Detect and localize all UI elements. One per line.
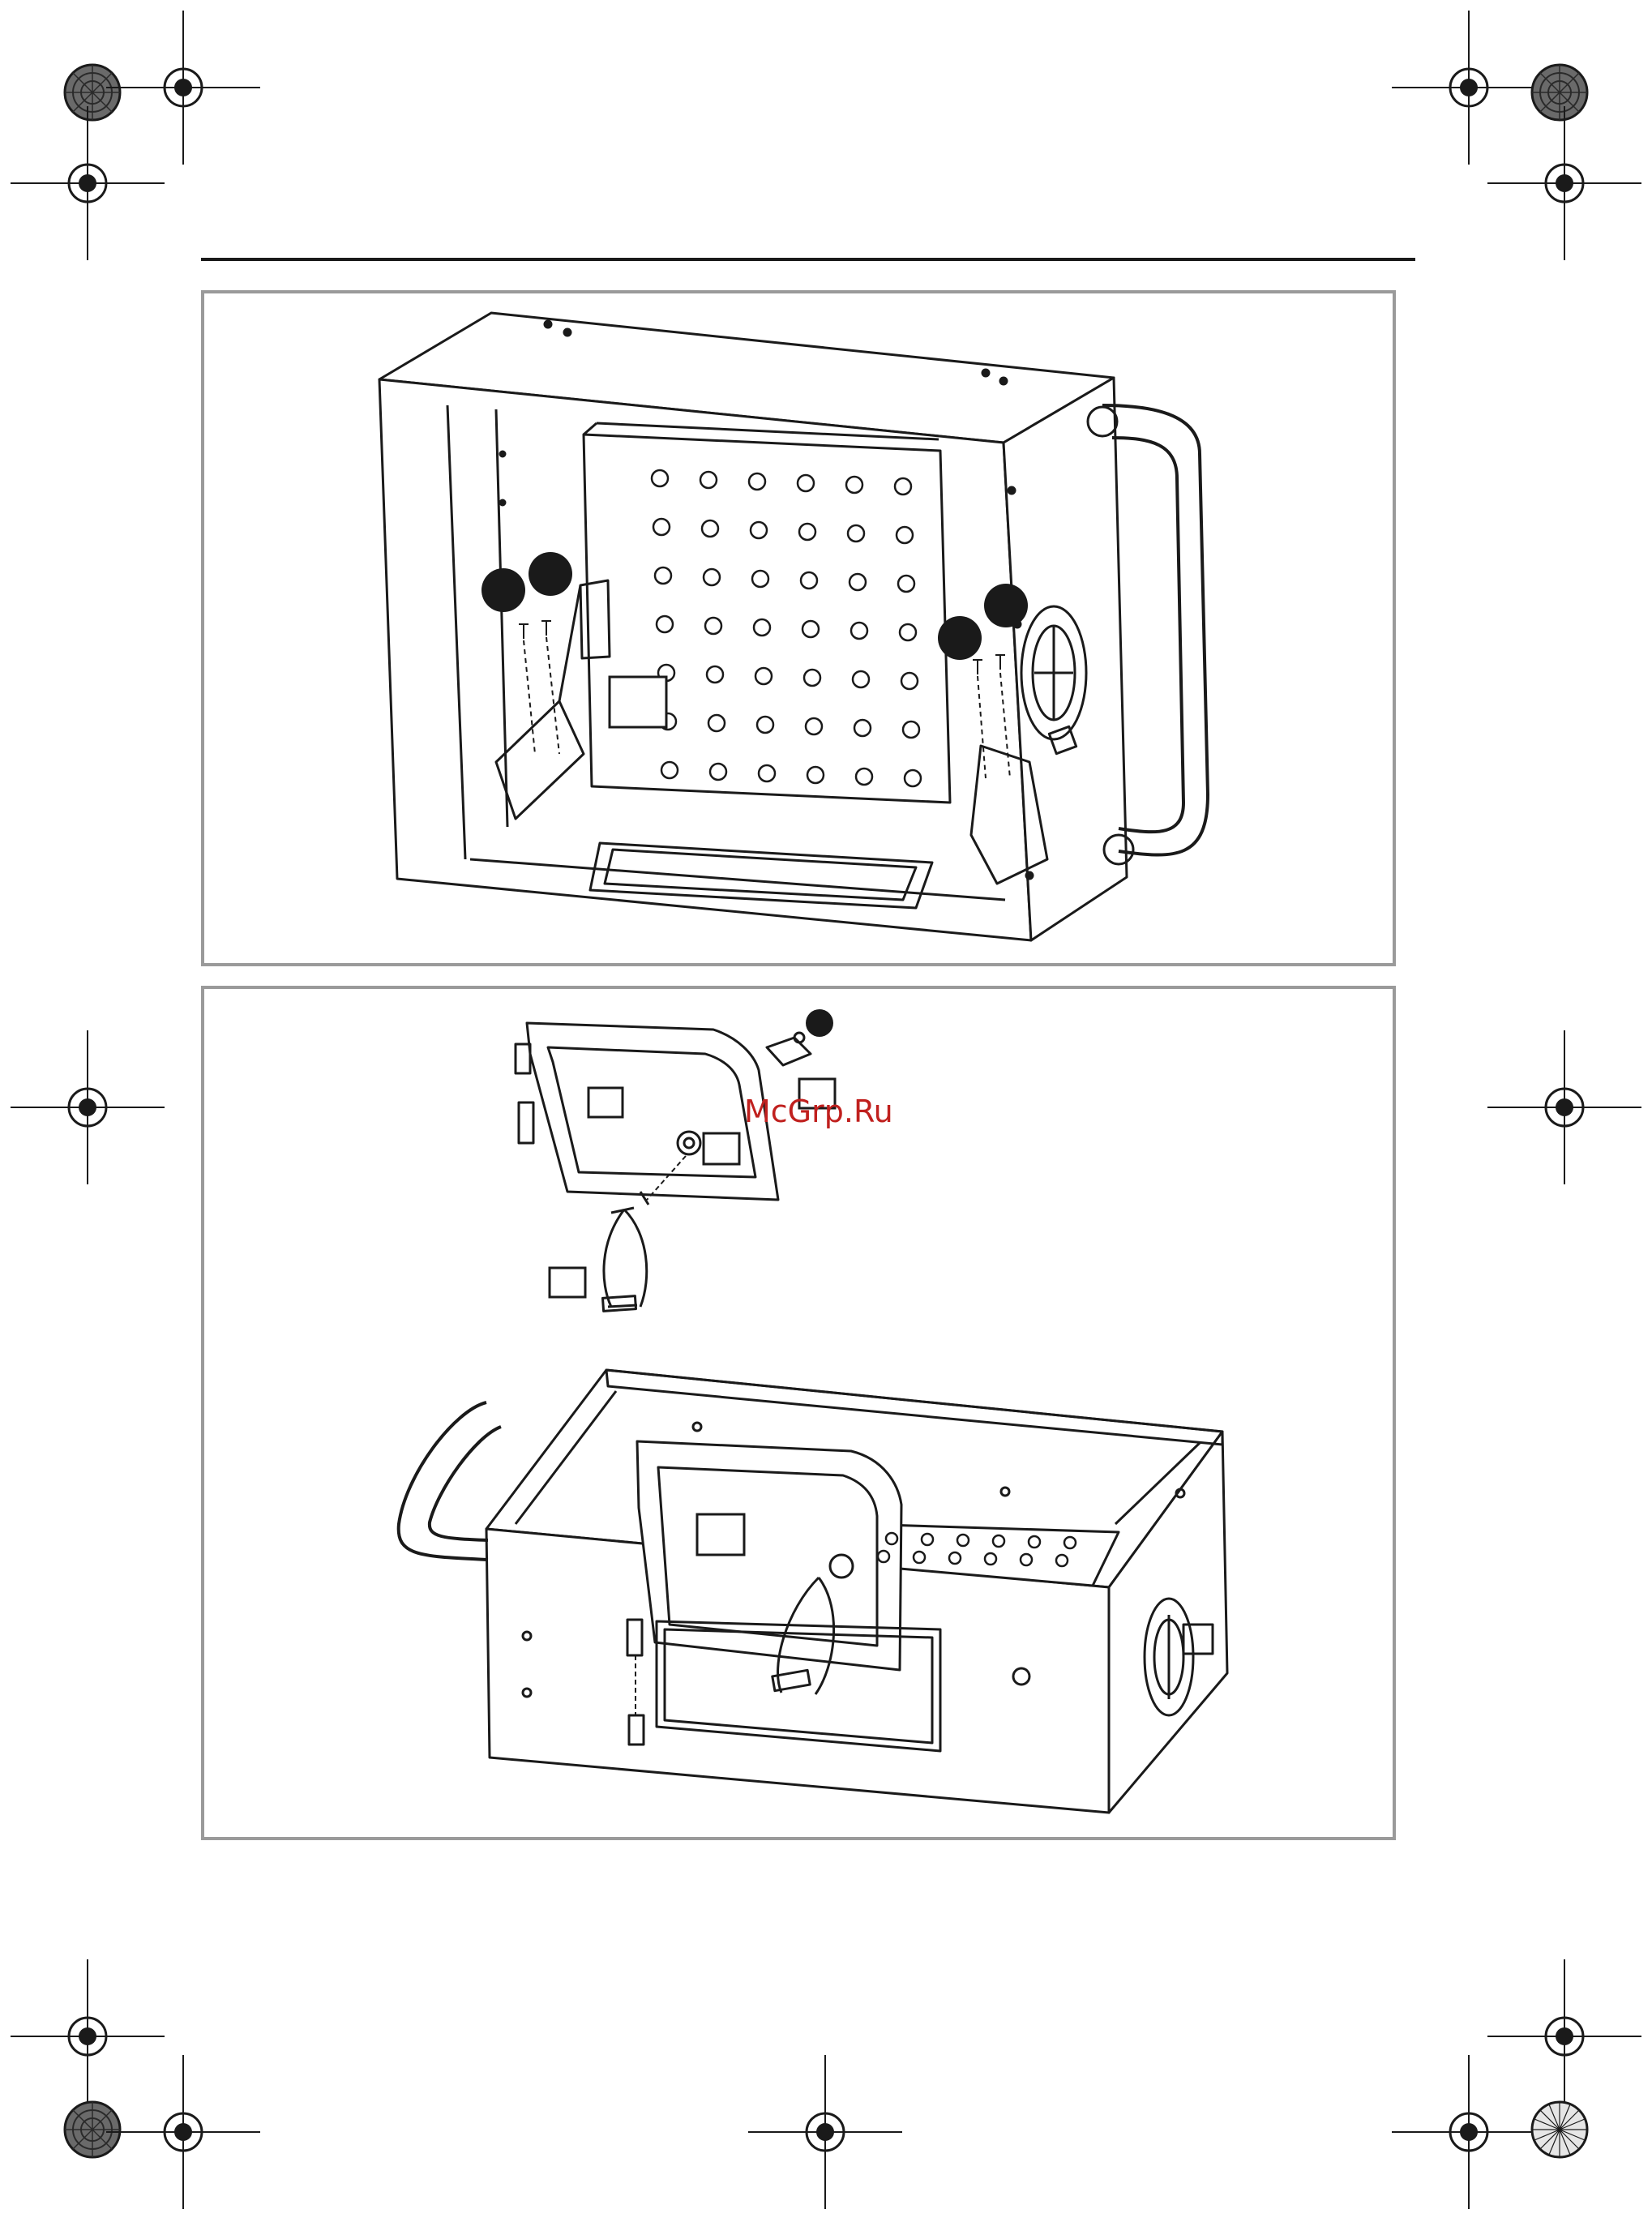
registration-rosette [1532,65,1587,120]
registration-mark [11,106,165,260]
perforation-hole [759,765,775,781]
oven-rear-view-illustration [379,313,1208,940]
registration-rosette [1532,2102,1587,2157]
perforation-hole [798,475,814,491]
perforation-hole [878,1551,889,1562]
perforation-hole [851,623,867,639]
perforation-hole [702,520,718,537]
callout-marker [984,584,1028,627]
perforation-hole [799,524,815,540]
perforation-hole [757,717,773,733]
label-box [704,1133,739,1164]
perforation-hole [661,762,678,778]
registration-mark [1392,2055,1546,2209]
callout-marker [938,616,982,660]
registration-mark [11,1030,165,1184]
watermark-text: McGrp.Ru [744,1091,922,1132]
perforation-hole [710,764,726,780]
perforation-hole [848,525,864,542]
registration-mark [1487,106,1641,260]
perforation-hole [652,470,668,486]
registration-mark [11,1959,165,2113]
perforation-hole [853,671,869,687]
perforation-hole [1021,1554,1032,1565]
perforation-hole [903,721,919,738]
perforation-hole [1029,1536,1040,1548]
registration-mark [1392,11,1546,165]
perforation-hole [895,478,911,494]
perforation-hole [850,574,866,590]
header-rule [201,258,1415,261]
perforation-hole [705,618,721,634]
registration-mark [1487,1030,1641,1184]
registration-mark [748,2055,902,2209]
callout-marker [529,552,572,596]
perforation-hole [901,673,918,689]
registration-mark [106,2055,260,2209]
perforation-hole [922,1534,933,1545]
label-box [588,1088,623,1117]
perforation-hole [801,572,817,589]
perforation-hole [749,473,765,490]
perforation-hole [856,768,872,785]
perforation-hole [751,522,767,538]
perforation-hole [985,1553,996,1565]
perforation-hole [653,519,670,535]
perforation-hole [804,670,820,686]
perforation-hole [846,477,862,493]
perforation-hole [1064,1537,1076,1548]
perforation-hole [802,621,819,637]
perforation-hole [708,715,725,731]
registration-rosette [65,2102,120,2157]
callout-marker [481,568,525,612]
perforation-hole [655,567,671,584]
registration-mark [1487,1959,1641,2113]
perforation-hole [806,718,822,734]
perforation-hole [898,576,914,592]
perforation-hole [707,666,723,683]
label-box [697,1514,744,1555]
registration-mark [106,11,260,165]
registration-rosette [65,65,120,120]
perforation-hole [914,1552,925,1563]
perforation-hole [657,616,673,632]
perforation-hole [754,619,770,636]
perforation-hole [854,720,871,736]
perforation-hole [755,668,772,684]
perforation-hole [900,624,916,640]
perforation-hole [957,1535,969,1546]
perforation-hole [897,527,913,543]
perforation-hole [752,571,768,587]
perforation-hole [886,1533,897,1544]
label-box [610,677,666,727]
perforation-hole [700,472,717,488]
perforation-hole [1056,1555,1068,1566]
perforation-hole [993,1535,1004,1547]
perforation-hole [807,767,824,783]
perforation-hole [905,770,921,786]
perforation-hole [949,1552,961,1564]
oven-door-assembly-illustration [399,1023,1227,1813]
callout-marker [806,1009,833,1037]
perforation-hole [704,569,720,585]
label-box [550,1268,585,1297]
